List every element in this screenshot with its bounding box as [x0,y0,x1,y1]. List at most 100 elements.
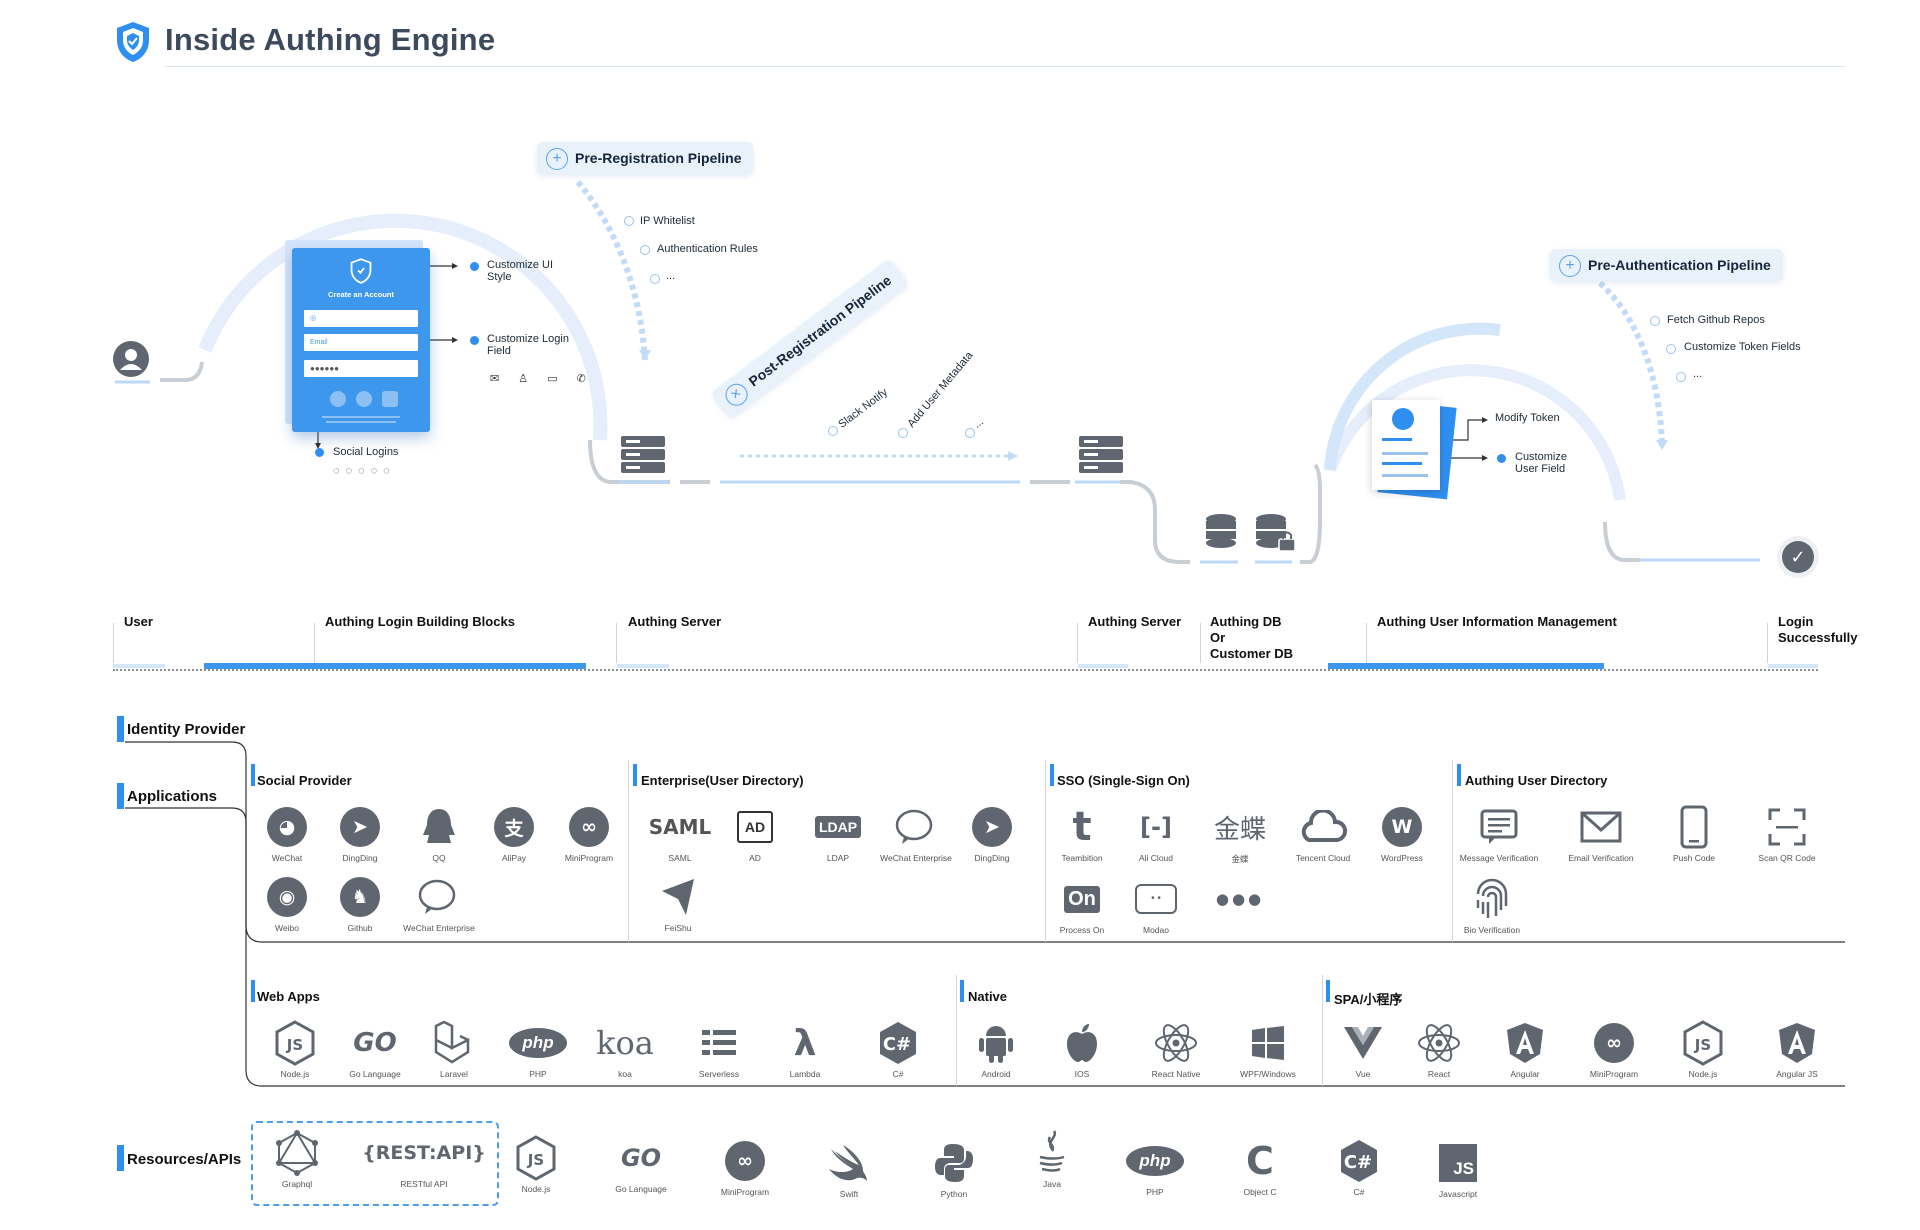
stage-authing-server-2: Authing Server [1088,614,1182,629]
card-qr-icon[interactable] [382,391,398,407]
laravel-item[interactable]: Laravel [406,1020,502,1079]
api-highlight-box [251,1121,499,1206]
pipeline-dot [1676,372,1686,382]
pre-authentication-pipeline-pill[interactable]: + Pre-Authentication Pipeline [1550,249,1783,281]
timeline-segment [1078,664,1128,668]
swift-item[interactable]: Swift [801,1140,897,1199]
scan-qr-code-item[interactable]: Scan QR Code [1739,804,1835,863]
vue-item[interactable]: Vue [1315,1020,1411,1079]
wpf-windows-item[interactable]: WPF/Windows [1220,1020,1316,1079]
success-check-icon: ✓ [1782,541,1814,573]
enterprise-dingding-item[interactable]: ➤DingDing [944,804,1040,863]
apple-icon [1067,1024,1097,1062]
wechat-item[interactable]: ◕WeChat [239,804,335,863]
wechat-icon: ◕ [267,807,307,847]
angular-item[interactable]: Angular [1477,1020,1573,1079]
angularjs-item[interactable]: Angular JS [1749,1020,1845,1079]
ali-cloud-item[interactable]: [-]Ali Cloud [1138,813,1174,863]
timeline-segment-active [204,663,586,669]
res-csharp-item[interactable]: C#C# [1311,1138,1407,1197]
group-divider [628,760,629,942]
qq-item[interactable]: QQ [391,804,487,863]
ldap-icon: LDAP [814,816,862,838]
card-wechat-icon[interactable] [330,391,346,407]
dingding-item[interactable]: ➤DingDing [312,804,408,863]
stage-divider [616,623,617,663]
more-sso-item[interactable]: ●●● [1192,876,1288,922]
stage-login-building-blocks: Authing Login Building Blocks [325,614,515,629]
customize-user-field-label: Customize User Field [1515,451,1567,475]
password-field[interactable]: ●●●●●● [304,360,418,377]
section-bar [117,716,124,742]
android-item[interactable]: Android [948,1020,1044,1079]
react-item[interactable]: React [1391,1020,1487,1079]
flow-paths [115,180,1760,564]
stage-divider [314,623,315,663]
graphql-item[interactable]: Graphql [249,1130,345,1189]
kingdee-item[interactable]: 金蝶金蝶 [1192,804,1288,865]
nodejs-icon: JS [516,1135,556,1181]
serverless-item[interactable]: Serverless [671,1020,767,1079]
modao-item[interactable]: • •Modao [1108,876,1204,935]
python-item[interactable]: Python [906,1140,1002,1199]
resources-apis-title: Resources/APIs [127,1151,242,1168]
svg-text:C#: C# [1344,1152,1372,1173]
plus-icon: + [546,148,568,170]
email-field[interactable]: Email [304,334,418,351]
wechat-enterprise-item[interactable]: WeChat Enterprise [391,874,487,933]
group-divider [1452,760,1453,942]
card-weibo-icon[interactable] [356,391,372,407]
php-icon: php [509,1028,567,1058]
spa-miniprogram-item[interactable]: ∞MiniProgram [1566,1020,1662,1079]
java-item[interactable]: Java [1004,1130,1100,1189]
secure-database-icon [1256,514,1296,552]
username-field[interactable]: ◎ [304,310,418,327]
group-bar [960,980,964,1002]
login-field-dot [470,336,479,345]
profile-document [1372,400,1440,490]
timeline-dotted [113,669,1818,671]
saml-icon: SAML [648,815,712,839]
push-code-item[interactable]: Push Code [1646,804,1742,863]
ios-item[interactable]: IOS [1034,1020,1130,1079]
weibo-item[interactable]: ◉Weibo [239,874,335,933]
bio-verification-item[interactable]: Bio Verification [1444,876,1540,935]
message-verification-item[interactable]: Message Verification [1451,804,1547,863]
github-icon: ♞ [340,877,380,917]
csharp-item[interactable]: C#C# [850,1020,946,1079]
miniprogram-item[interactable]: ∞MiniProgram [541,804,637,863]
email-verification-item[interactable]: Email Verification [1553,804,1649,863]
restful-api-item[interactable]: {REST:API}RESTful API [362,1142,486,1189]
pre-registration-pipeline-pill[interactable]: + Pre-Registration Pipeline [537,142,754,174]
res-miniprogram-item[interactable]: ∞MiniProgram [697,1138,793,1197]
enterprise-wechat-item[interactable]: WeChat Enterprise [868,804,964,863]
csharp-icon: C# [1341,1140,1377,1182]
github-item[interactable]: ♞Github [312,874,408,933]
customize-ui-style-label: Customize UI Style [487,259,554,283]
rest-api-icon: {REST:API} [362,1142,486,1164]
feishu-item[interactable]: FeiShu [630,874,726,933]
authentication-rules-item: Authentication Rules [657,243,758,255]
react-native-item[interactable]: React Native [1128,1020,1224,1079]
user-field-dot [1497,454,1506,463]
tencent-cloud-item[interactable]: Tencent Cloud [1275,804,1371,863]
wechat-enterprise-icon [418,879,456,914]
